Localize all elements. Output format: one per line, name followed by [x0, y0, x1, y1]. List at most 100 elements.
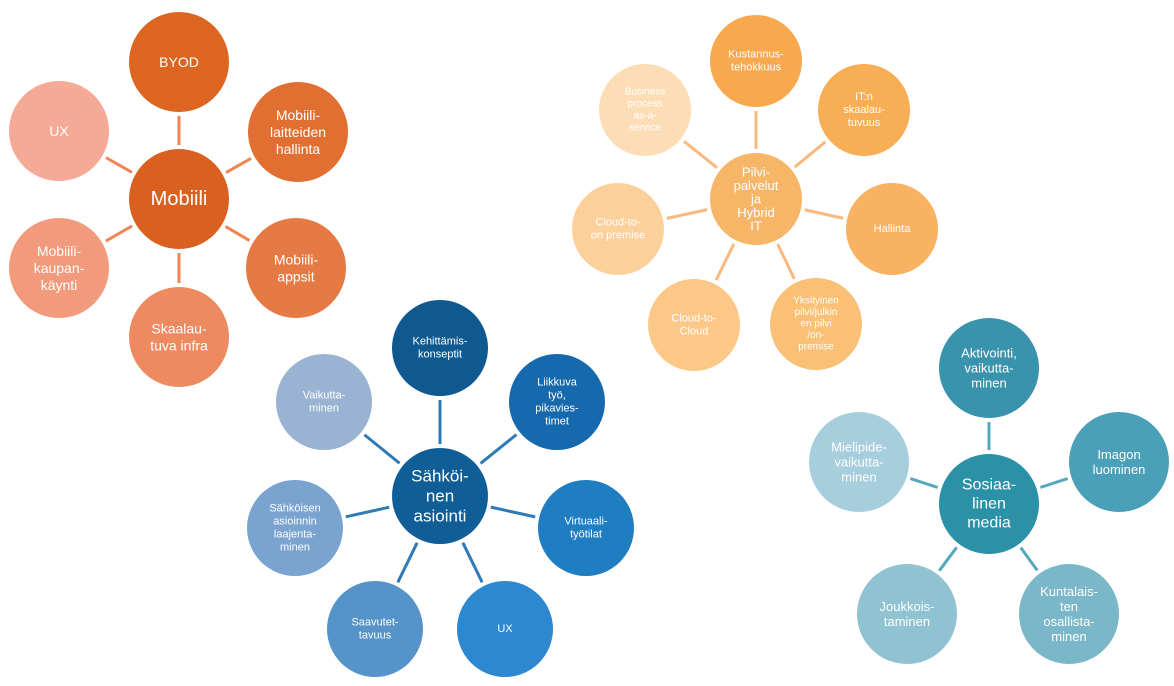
spoke-node-label-line: appsit [277, 269, 314, 285]
spoke-node-circle [648, 279, 740, 371]
spoke-node-label-line: IT:n [855, 91, 873, 103]
spoke-node-label-line: työtilat [570, 529, 602, 541]
spoke-node-circle [599, 64, 691, 156]
spoke-node-label-line: osallista- [1043, 614, 1094, 629]
hub-node-label-line: Sähköi- [411, 467, 469, 486]
spoke-node-label-line: Mobiili- [276, 107, 321, 123]
connector-line [224, 225, 251, 242]
hub-node-label-line: Sosiaa- [962, 477, 1016, 494]
spoke-node-label-line: Mobiili- [37, 243, 82, 259]
spoke-node-circle [129, 287, 229, 387]
spoke-node-label-line: on premise [591, 230, 645, 242]
spoke-node-label-line: Saavutet- [351, 617, 398, 629]
spoke-node-label-line: vaikutta- [964, 361, 1013, 376]
spoke-node-label-line: konseptit [418, 349, 462, 361]
hub-node-label-line: linen [972, 496, 1006, 513]
cluster-sosiaalinen: Aktivointi,vaikutta-minenImagonluominenK… [809, 318, 1169, 664]
spoke-node-label-line: taminen [884, 614, 930, 629]
connector-line [1019, 546, 1039, 572]
spoke-node-label-line: minen [1051, 629, 1086, 644]
hub-node-label-line: asiointi [414, 507, 467, 526]
spoke-node-label-line: timet [545, 416, 569, 428]
spoke-node-label-line: Aktivointi, [961, 346, 1017, 361]
connector-line [1039, 477, 1069, 489]
spoke-node-label-line: laitteiden [270, 124, 326, 140]
spoke-node-label-line: Imagon [1097, 447, 1140, 462]
spoke-node-label-line: asioinnin [273, 516, 316, 528]
hub-node-circle [129, 149, 229, 249]
hub-node-label-line: Mobiili [151, 188, 208, 210]
spoke-node-circle [1019, 564, 1119, 664]
spoke-node-label-line: kaupan- [34, 260, 85, 276]
spoke-node-label-line: vaikutta- [834, 455, 883, 470]
spoke-node-label-line: BYOD [159, 54, 199, 70]
spoke-node-label-line: Yksityinen [793, 296, 839, 307]
spoke-node-circle [327, 581, 423, 677]
connector-line [804, 208, 844, 220]
spoke-node-label-line: pilvi/julkin [795, 307, 838, 318]
connector-line [793, 140, 827, 169]
spoke-node-label-line: työ, [548, 390, 566, 402]
spoke-node-circle [9, 218, 109, 318]
spoke-node-label-line: tuva infra [150, 338, 208, 354]
connector-line [666, 208, 708, 220]
spoke-node-circle [248, 82, 348, 182]
spoke-node-label-line: premise [798, 342, 834, 353]
spoke-node-label-line: skaalau- [843, 104, 885, 116]
spoke-node-circle [247, 480, 343, 576]
hub-node-circle [710, 153, 802, 245]
spoke-node-label-line: Business [625, 87, 666, 98]
connector-line [479, 433, 518, 465]
spoke-node-label-line: as-a- [634, 111, 657, 122]
spoke-node-circle [392, 300, 488, 396]
hub-node-label-line: media [967, 515, 1011, 532]
hub-node-label-line: Hybrid [737, 205, 775, 220]
spoke-node-label-line: UX [497, 623, 513, 635]
cluster-mobiili: BYODMobiili-laitteidenhallintaMobiili-ap… [9, 12, 348, 387]
spoke-node-circle [770, 278, 862, 370]
spoke-node-circle [710, 15, 802, 107]
cluster-pilvi: Kustannus-tehokkuusIT:nskaalau-tuvuusHal… [572, 15, 938, 371]
connector-line [683, 140, 718, 169]
hub-node-label-line: nen [426, 487, 454, 506]
spoke-node-circle [1069, 412, 1169, 512]
spoke-node-label-line: Mobiili- [274, 252, 319, 268]
spoke-node-label-line: Cloud-to- [595, 217, 641, 229]
spoke-node-label-line: Mielipide- [831, 440, 887, 455]
spoke-node-circle [538, 480, 634, 576]
spoke-node-label-line: /on- [807, 330, 824, 341]
spoke-node-label-line: pikavies- [535, 403, 579, 415]
spoke-node-circle [857, 564, 957, 664]
spoke-node-circle [846, 183, 938, 275]
spoke-node-circle [572, 183, 664, 275]
hub-node-circle [392, 448, 488, 544]
connector-line [776, 243, 796, 280]
hub-node-label-line: palvelut [734, 178, 779, 193]
spoke-node-label-line: minen [841, 470, 876, 485]
spoke-node-circle [509, 354, 605, 450]
connector-line [105, 224, 133, 243]
spoke-node-label-line: Joukkois- [880, 599, 935, 614]
spoke-node-label-line: hallinta [276, 141, 321, 157]
spoke-node-label-line: Sähköisen [269, 503, 320, 515]
connector-line [490, 505, 536, 519]
spoke-node-circle [276, 354, 372, 450]
spoke-node-label-line: UX [49, 123, 69, 139]
spoke-node-label-line: tehokkuus [731, 62, 782, 74]
connector-line [714, 243, 736, 281]
hub-node-label-line: Pilvi- [742, 165, 770, 180]
connector-line [909, 477, 939, 489]
spoke-node-label-line: käynti [41, 277, 78, 293]
spoke-node-circle [9, 81, 109, 181]
spoke-node-label-line: en pilvi [800, 319, 831, 330]
spoke-node-label-line: minen [280, 542, 310, 554]
spoke-node-label-line: Cloud [680, 326, 709, 338]
spoke-node-label-line: Cloud-to- [671, 313, 717, 325]
connector-line [396, 542, 419, 583]
spoke-node-label-line: Skaalau- [151, 321, 207, 337]
spoke-node-label-line: service [629, 123, 661, 134]
spoke-node-label-line: minen [971, 376, 1006, 391]
spoke-node-circle [939, 318, 1039, 418]
connector-line [461, 542, 484, 583]
